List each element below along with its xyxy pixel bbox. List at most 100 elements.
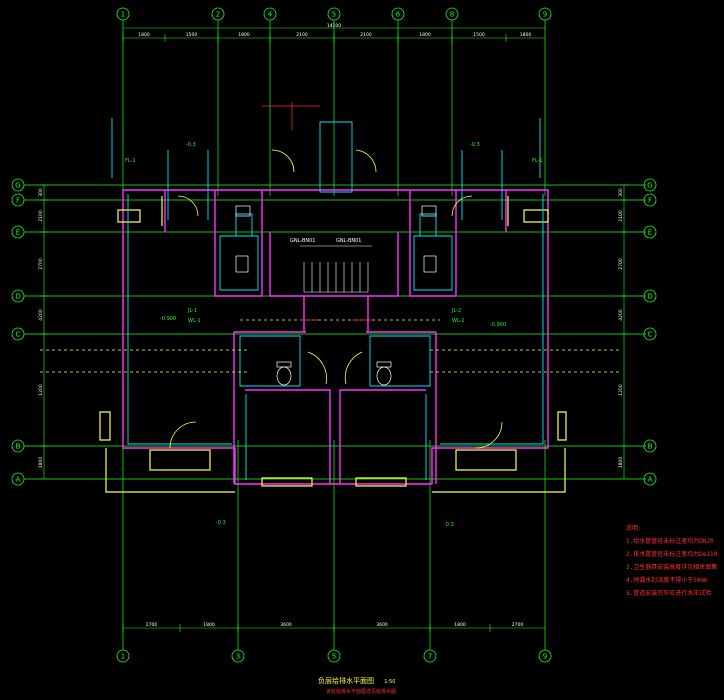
building-walls	[122, 189, 549, 485]
dim-right-0: 300	[618, 188, 624, 197]
svg-text:D: D	[15, 293, 20, 301]
svg-text:F: F	[648, 197, 652, 205]
grid-bubble-top-6: 6	[391, 7, 405, 21]
dim-bottom-3: 3600	[376, 622, 388, 628]
annotations: FL-1 FL-1 JL-1 WL-1 JL-2 WL-2 GNL-BN01 G…	[125, 142, 543, 528]
notes-block: 说明: 1.给水管管径未标注者均为DN20 2.排水管管径未标注者均为De110…	[626, 522, 720, 600]
dim-bottom-2: 3600	[280, 622, 292, 628]
grid-bubble-left-A: A	[11, 472, 25, 486]
dim-top-5: 1800	[419, 32, 431, 38]
dim-left-0: 300	[38, 188, 44, 197]
dim-top-total: 14100	[327, 23, 341, 29]
grid-bubble-bottom-5: 5	[327, 649, 341, 663]
grid-bubble-left-G: G	[11, 178, 25, 192]
dim-right-5: 1800	[618, 457, 624, 469]
svg-text:6: 6	[396, 11, 401, 19]
dim-top-3: 2100	[296, 32, 308, 38]
dim-left-4: 1200	[38, 384, 44, 396]
notes-line-5: 5.管道安装完毕应进行水压试验	[626, 590, 712, 597]
svg-text:C: C	[16, 331, 21, 339]
svg-text:A: A	[16, 476, 21, 484]
grid-bubble-top-9: 9	[538, 7, 552, 21]
balcony-outlines	[99, 196, 567, 493]
label-fl-right: FL-1	[532, 158, 543, 164]
svg-text:5: 5	[332, 653, 336, 661]
elev-left-lower: -0.3	[216, 520, 226, 526]
water-pipes	[111, 118, 544, 480]
dim-left-2: 2700	[38, 258, 44, 270]
elev-right-lower: -0.3	[444, 522, 454, 528]
svg-text:E: E	[16, 229, 20, 237]
dim-top-4: 2100	[360, 32, 372, 38]
grid-bubble-top-4: 4	[263, 7, 277, 21]
dim-right-2: 2700	[618, 258, 624, 270]
grid-bubble-bottom-3: 3	[231, 649, 245, 663]
svg-text:1: 1	[121, 11, 125, 19]
stair	[300, 245, 372, 293]
svg-text:8: 8	[450, 11, 454, 19]
svg-text:B: B	[648, 443, 653, 451]
elev-left-upper: -0.3	[186, 142, 196, 148]
grid-bubble-right-A: A	[643, 472, 657, 486]
drawing-scale: 1:50	[384, 679, 396, 685]
leader-lines	[262, 102, 372, 321]
dim-left-3: 4200	[38, 309, 44, 321]
drawing-subtitle: 该处给排水平面图详见给排水图	[326, 689, 397, 695]
grid-bubble-left-C: C	[11, 327, 25, 341]
drain-dashed-lines	[40, 319, 620, 373]
svg-text:E: E	[648, 229, 652, 237]
toilet-fixtures	[235, 205, 437, 386]
grid-bubble-right-F: F	[643, 193, 657, 207]
grid-bubble-right-D: D	[643, 289, 657, 303]
dim-top-1: 1500	[186, 32, 198, 38]
grid-bubble-right-E: E	[643, 225, 657, 239]
grid-bubble-right-B: B	[643, 439, 657, 453]
elev-right-upper: -0.3	[470, 142, 480, 148]
pipe-label-b: WL-1	[188, 318, 201, 324]
dim-left-5: 1800	[38, 457, 44, 469]
grid-bubble-left-F: F	[11, 193, 25, 207]
grid-bubble-right-G: G	[643, 178, 657, 192]
elev-left-mid: -0.900	[160, 316, 176, 322]
dim-bottom-4: 1800	[454, 622, 466, 628]
svg-text:7: 7	[428, 653, 432, 661]
svg-text:2: 2	[216, 11, 220, 19]
svg-text:C: C	[648, 331, 653, 339]
dim-left-1: 2100	[38, 210, 44, 222]
dim-top-6: 1500	[473, 32, 485, 38]
notes-line-4: 4.地漏水封深度不得小于50mm	[626, 577, 708, 584]
svg-text:G: G	[15, 182, 20, 190]
svg-text:B: B	[16, 443, 21, 451]
svg-text:G: G	[647, 182, 652, 190]
pipe-label-d: WL-2	[452, 318, 465, 324]
notes-line-3: 3.卫生器具安装高度详见相关图集	[626, 564, 718, 571]
svg-text:9: 9	[543, 653, 547, 661]
svg-text:3: 3	[236, 653, 240, 661]
stair-label-right: GNL-BN01	[336, 238, 361, 244]
svg-text:4: 4	[268, 11, 273, 19]
door-swings	[169, 149, 503, 449]
dim-top-7: 1800	[520, 32, 532, 38]
grid-bubble-top-5: 5	[327, 7, 341, 21]
notes-line-1: 1.给水管管径未标注者均为DN20	[626, 538, 714, 545]
grid-bubble-bottom-1: 1	[116, 649, 130, 663]
dim-bottom-1: 1800	[203, 622, 215, 628]
grid-bubble-left-D: D	[11, 289, 25, 303]
grid-bubble-bottom-7: 7	[423, 649, 437, 663]
grid-bubble-top-8: 8	[445, 7, 459, 21]
grid-bubble-left-E: E	[11, 225, 25, 239]
svg-text:D: D	[647, 293, 652, 301]
stair-label-left: GNL-BN01	[290, 238, 315, 244]
grid-bubble-top-1: 1	[116, 7, 130, 21]
label-fl-left: FL-1	[125, 158, 136, 164]
dim-top-2: 1800	[238, 32, 250, 38]
grid-bubble-right-C: C	[643, 327, 657, 341]
dim-right-4: 1200	[618, 384, 624, 396]
svg-text:1: 1	[121, 653, 125, 661]
notes-title: 说明:	[626, 525, 642, 532]
svg-text:9: 9	[543, 11, 547, 19]
dim-bottom-5: 2700	[512, 622, 524, 628]
drawing-title-text: 负层给排水平面图	[318, 677, 374, 685]
